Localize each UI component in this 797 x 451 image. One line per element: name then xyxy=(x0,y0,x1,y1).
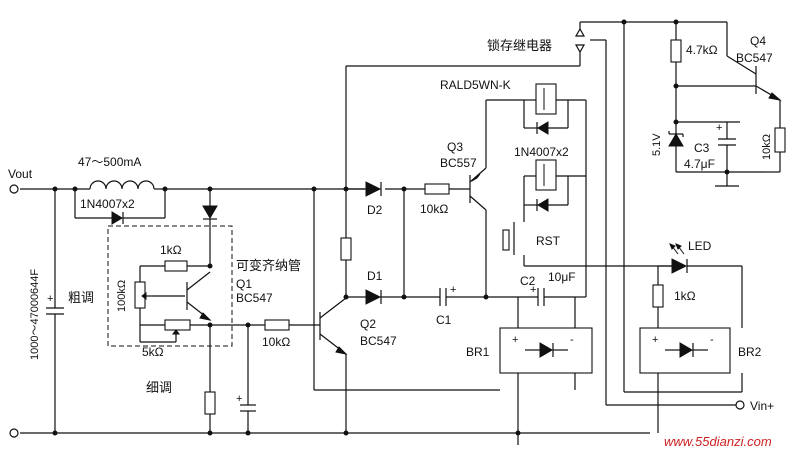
vout-terminal[interactable] xyxy=(9,184,19,194)
capacitor-c2 xyxy=(537,288,575,306)
diode-top-label: 1N4007x2 xyxy=(80,197,135,211)
relay-coil-2 xyxy=(523,159,586,212)
q2-name: Q2 xyxy=(360,317,376,331)
base-link-q2 xyxy=(210,319,320,331)
capacitor-c1 xyxy=(439,288,538,306)
output-capacitor xyxy=(46,189,64,433)
vout-label: Vout xyxy=(8,167,33,181)
led-indicator xyxy=(652,243,743,328)
resistor-1k xyxy=(139,260,210,282)
c3-label: C3 xyxy=(694,141,710,155)
capacitor-c3 xyxy=(676,121,740,172)
c1-plus: + xyxy=(450,284,456,296)
r-10k-right-label: 10kΩ xyxy=(761,134,773,160)
zener-block-label: 可变齐纳管 xyxy=(236,258,301,274)
r-47k-label: 4.7kΩ xyxy=(686,43,718,57)
current-range-label: 47～500mA xyxy=(78,155,141,169)
q3-type: BC557 xyxy=(440,156,477,170)
relay-model: RALD5WN-K xyxy=(440,78,511,92)
bridge-br2 xyxy=(639,327,731,433)
br2-plus: + xyxy=(652,334,658,346)
relay-diodes-label: 1N4007x2 xyxy=(514,145,569,159)
transistor-q3 xyxy=(469,99,524,297)
rst-button[interactable] xyxy=(502,205,672,267)
r-5k-label: 5kΩ xyxy=(142,345,164,359)
c2-label: C2 xyxy=(520,274,536,288)
potentiometer-100k[interactable] xyxy=(134,281,185,325)
filter-capacitor xyxy=(240,325,256,433)
cap-value-vertical: 1000～47000644F xyxy=(29,269,41,360)
q4-type: BC547 xyxy=(736,51,773,65)
transistor-q1 xyxy=(186,271,212,321)
q4-name: Q4 xyxy=(750,34,766,48)
zener-block-outline xyxy=(107,225,233,347)
br1-minus: - xyxy=(570,334,574,346)
c3-value: 4.7μF xyxy=(684,157,715,171)
vin-label: Vin+ xyxy=(750,399,774,413)
br2-label: BR2 xyxy=(738,345,762,359)
br2-minus: - xyxy=(710,334,714,346)
relay-right-column xyxy=(575,52,587,298)
collector-column xyxy=(340,65,580,298)
diode-d2 xyxy=(346,181,382,197)
cap-plus: + xyxy=(47,293,53,305)
r-1k-label: 1kΩ xyxy=(160,243,182,257)
r-1k-led-label: 1kΩ xyxy=(674,289,696,303)
led-label: LED xyxy=(688,239,712,253)
ground-terminal[interactable] xyxy=(9,428,19,438)
zener-column xyxy=(202,189,218,433)
q2-type: BC547 xyxy=(360,334,397,348)
q4-left-column xyxy=(668,22,766,173)
vin-terminal[interactable] xyxy=(735,400,745,410)
coarse-label: 粗调 xyxy=(68,291,94,306)
relay-title: 锁存继电器 xyxy=(487,38,552,54)
c3-plus: + xyxy=(716,122,722,134)
bridge-br1 xyxy=(499,297,593,433)
potentiometer-5k[interactable] xyxy=(139,319,210,343)
relay-coil-1 xyxy=(523,83,586,135)
c1-label: C1 xyxy=(436,313,452,327)
br1-label: BR1 xyxy=(466,345,490,359)
q1-type: BC547 xyxy=(236,291,273,305)
zener-label: 5.1V xyxy=(651,133,663,156)
br1-plus: + xyxy=(512,334,518,346)
r-10k-left-label: 10kΩ xyxy=(262,335,290,349)
r-100k-label: 100kΩ xyxy=(116,280,128,312)
d2-label: D2 xyxy=(367,203,383,217)
relay-contacts xyxy=(574,21,736,406)
rail-drop-left xyxy=(313,189,500,391)
resistor-10k-mid xyxy=(424,183,450,195)
q3-name: Q3 xyxy=(447,140,463,154)
rst-label: RST xyxy=(536,234,561,248)
q1-name: Q1 xyxy=(236,277,252,291)
c2-plus: + xyxy=(530,284,536,296)
c2-value: 10μF xyxy=(548,270,576,284)
d1-label: D1 xyxy=(367,269,383,283)
fine-label: 细调 xyxy=(146,381,172,396)
watermark: www.55dianzi.com xyxy=(664,434,772,449)
transistor-q4 xyxy=(726,22,786,173)
diode-d1 xyxy=(346,289,440,305)
transistor-q2 xyxy=(319,297,348,433)
top-diode-pair xyxy=(74,189,166,225)
r-10k-mid-label: 10kΩ xyxy=(420,202,448,216)
filter-cap-plus: + xyxy=(236,393,242,405)
inductor xyxy=(89,180,160,190)
